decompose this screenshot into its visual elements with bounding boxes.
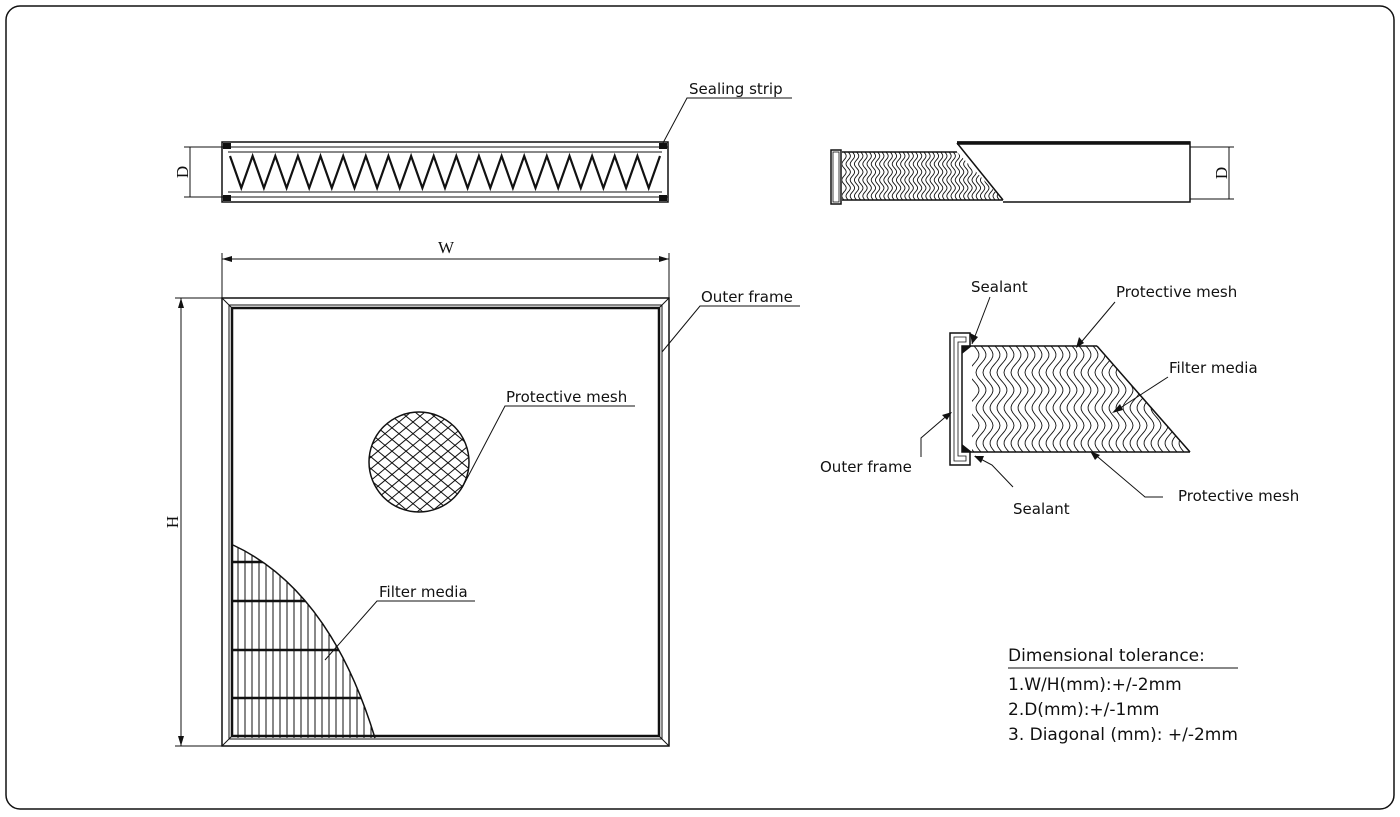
detail-outer-frame-label: Outer frame xyxy=(820,458,912,476)
width-dimension-label: W xyxy=(438,238,455,257)
outer-frame-label: Outer frame xyxy=(701,288,793,306)
drawing-border xyxy=(5,5,1395,810)
front-view: W H Outer frame Protective mesh Filter m… xyxy=(163,238,800,747)
tolerance-item: 2.D(mm):+/-1mm xyxy=(1008,700,1159,720)
tolerance-item: 3. Diagonal (mm): +/-2mm xyxy=(1008,725,1238,745)
detail-filter-media-label: Filter media xyxy=(1169,359,1258,377)
section-view-depth-label: D xyxy=(1212,167,1231,179)
protective-mesh-label: Protective mesh xyxy=(506,388,627,406)
sealant-bottom-label: Sealant xyxy=(1013,500,1070,518)
filter-media-section xyxy=(232,544,376,739)
tolerance-item: 1.W/H(mm):+/-2mm xyxy=(1008,675,1182,695)
protective-mesh-circle xyxy=(368,411,470,513)
height-dimension-label: H xyxy=(163,516,182,528)
section-view: D xyxy=(830,141,1234,205)
tolerance-title: Dimensional tolerance: xyxy=(1008,646,1205,666)
detail-protective-mesh-bottom-label: Protective mesh xyxy=(1178,487,1299,505)
detail-protective-mesh-top-label: Protective mesh xyxy=(1116,283,1237,301)
detail-view: Sealant Protective mesh Filter media Out… xyxy=(820,278,1299,518)
front-view-outer-frame xyxy=(221,297,670,747)
pleated-filter-zigzag xyxy=(228,152,662,192)
filter-media-label: Filter media xyxy=(379,583,468,601)
tolerance-note: Dimensional tolerance: 1.W/H(mm):+/-2mm … xyxy=(1008,646,1238,745)
sealant-top-label: Sealant xyxy=(971,278,1028,296)
side-view: D Sealing strip xyxy=(173,80,792,203)
side-view-frame xyxy=(221,141,669,203)
side-view-depth-label: D xyxy=(173,166,192,178)
sealing-strip-label: Sealing strip xyxy=(689,80,783,98)
